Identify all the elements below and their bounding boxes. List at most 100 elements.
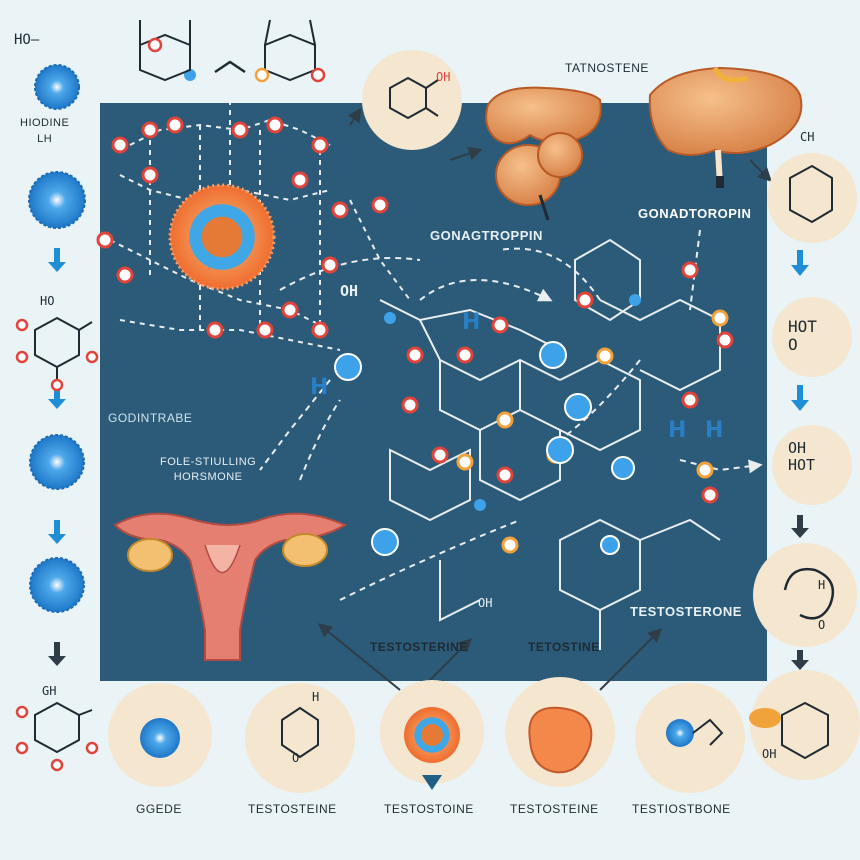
right-label-ch: CH xyxy=(800,130,815,144)
node-red xyxy=(311,321,329,339)
right-label-oh-hot: OH HOT xyxy=(788,439,816,474)
ring-label-oh: OH xyxy=(762,747,777,761)
node-red xyxy=(50,758,64,772)
node-red xyxy=(681,391,699,409)
node-red xyxy=(85,741,99,755)
label-follicle-stimulating: FOLE-STIULLING HORSMONE xyxy=(160,456,257,483)
down-arrow-icon xyxy=(48,520,66,544)
node-blue-small xyxy=(629,294,641,306)
node-red xyxy=(85,350,99,364)
orange-blob xyxy=(749,708,781,728)
label-tatnostene: TATNOSTENE xyxy=(565,61,649,75)
node-red xyxy=(141,121,159,139)
node-red xyxy=(716,331,734,349)
molecule-circle xyxy=(772,425,852,505)
node-red xyxy=(371,196,389,214)
down-arrow-icon xyxy=(48,385,66,409)
node-red xyxy=(491,316,509,334)
node-red xyxy=(147,37,163,53)
node-red xyxy=(15,350,29,364)
ring-label-ho: HO xyxy=(40,294,55,308)
label-oh-bottom: OH xyxy=(478,596,493,610)
h-mark: H xyxy=(705,418,724,443)
down-arrow-icon xyxy=(791,515,809,538)
right-arrows xyxy=(791,250,809,670)
blue-cell xyxy=(28,171,86,229)
right-circles xyxy=(750,153,860,780)
node-blue xyxy=(334,353,362,381)
left-cells xyxy=(28,64,86,613)
node-red xyxy=(456,346,474,364)
node-red xyxy=(331,201,349,219)
node-red xyxy=(116,266,134,284)
bottom-label-5: TESTIOSTBONE xyxy=(632,802,731,816)
blue-atom xyxy=(140,718,180,758)
bond-small xyxy=(692,718,724,746)
node-blue-small xyxy=(384,312,396,324)
bond xyxy=(425,79,439,89)
left-top-formula: HO– xyxy=(14,32,40,48)
uterus-organ xyxy=(113,512,348,661)
blue-cell xyxy=(29,434,85,490)
blue-cell xyxy=(34,64,80,110)
molecule-circle-top xyxy=(362,50,462,150)
node-blue xyxy=(371,528,399,556)
node-red xyxy=(291,171,309,189)
node-red xyxy=(576,291,594,309)
ring-label-gh: GH xyxy=(42,684,57,698)
loop-ring xyxy=(783,567,835,620)
ring-label-h: H xyxy=(312,690,320,704)
molecule-circle xyxy=(245,683,355,793)
bottom-label-3: TESTOSTOINE xyxy=(384,802,474,816)
mid-label-testosterine: TESTOSTERINE xyxy=(370,640,468,654)
ring-small xyxy=(281,706,319,759)
down-arrow-icon xyxy=(791,650,809,670)
node-blue xyxy=(546,436,574,464)
left-arrows xyxy=(48,248,66,666)
label-testosterone-inner: TESTOSTERONE xyxy=(630,604,742,619)
ring-label-o: O xyxy=(292,751,300,765)
node-red xyxy=(431,446,449,464)
node-red xyxy=(231,121,249,139)
label-gonagtroppin: GONAGTROPPIN xyxy=(430,228,543,243)
node-red xyxy=(406,346,424,364)
orange-organ-small xyxy=(528,706,593,774)
node-red xyxy=(166,116,184,134)
top-molecules xyxy=(139,19,316,82)
node-red xyxy=(15,705,29,719)
bottom-label-2: TESTOSTEINE xyxy=(248,802,337,816)
node-blue xyxy=(539,341,567,369)
down-arrow-icon xyxy=(48,248,66,272)
node-blue-small xyxy=(474,499,486,511)
node-red xyxy=(281,301,299,319)
bond xyxy=(425,107,439,117)
molecule-circle xyxy=(753,543,857,647)
node-red xyxy=(496,466,514,484)
bottom-label-4: TESTOSTEINE xyxy=(510,802,599,816)
ring-nodes xyxy=(15,318,99,772)
node-orange xyxy=(501,536,519,554)
node-red xyxy=(266,116,284,134)
down-arrow-icon xyxy=(48,642,66,666)
node-blue xyxy=(611,456,635,480)
h-mark: H xyxy=(462,310,481,335)
molecule-circle xyxy=(767,153,857,243)
node-blue xyxy=(564,393,592,421)
node-red xyxy=(311,136,329,154)
ring-bottom-right xyxy=(781,701,829,760)
node-red xyxy=(401,396,419,414)
node-orange xyxy=(696,461,714,479)
hormone-label: HIODINE LH xyxy=(20,117,70,145)
node-red xyxy=(50,378,64,392)
node-red xyxy=(681,261,699,279)
molecule-circle xyxy=(750,670,860,780)
ring-oh-top: OH xyxy=(436,70,451,84)
right-label-hot: HOT O xyxy=(788,317,817,354)
node-orange xyxy=(596,347,614,365)
node-orange xyxy=(711,309,729,327)
liver-organ xyxy=(648,66,803,188)
mid-label-tetostine: TETOSTINE xyxy=(528,640,600,654)
top-molecule-nodes xyxy=(147,37,326,83)
node-red xyxy=(15,741,29,755)
